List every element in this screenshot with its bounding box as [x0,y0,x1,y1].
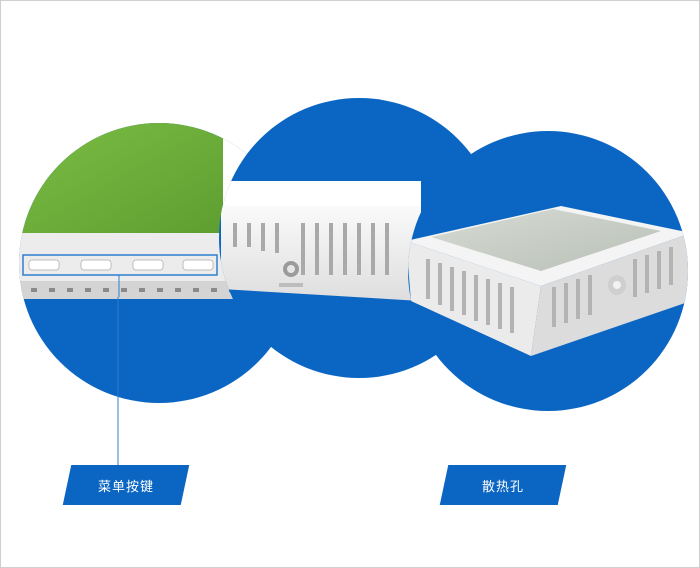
device-vents-image [408,131,688,411]
menu-buttons-label: 菜单按键 [62,465,190,505]
menu-buttons-label-text: 菜单按键 [97,479,154,495]
heat-vents-label-text: 散热孔 [481,479,524,495]
heat-vents-label: 散热孔 [439,465,567,505]
